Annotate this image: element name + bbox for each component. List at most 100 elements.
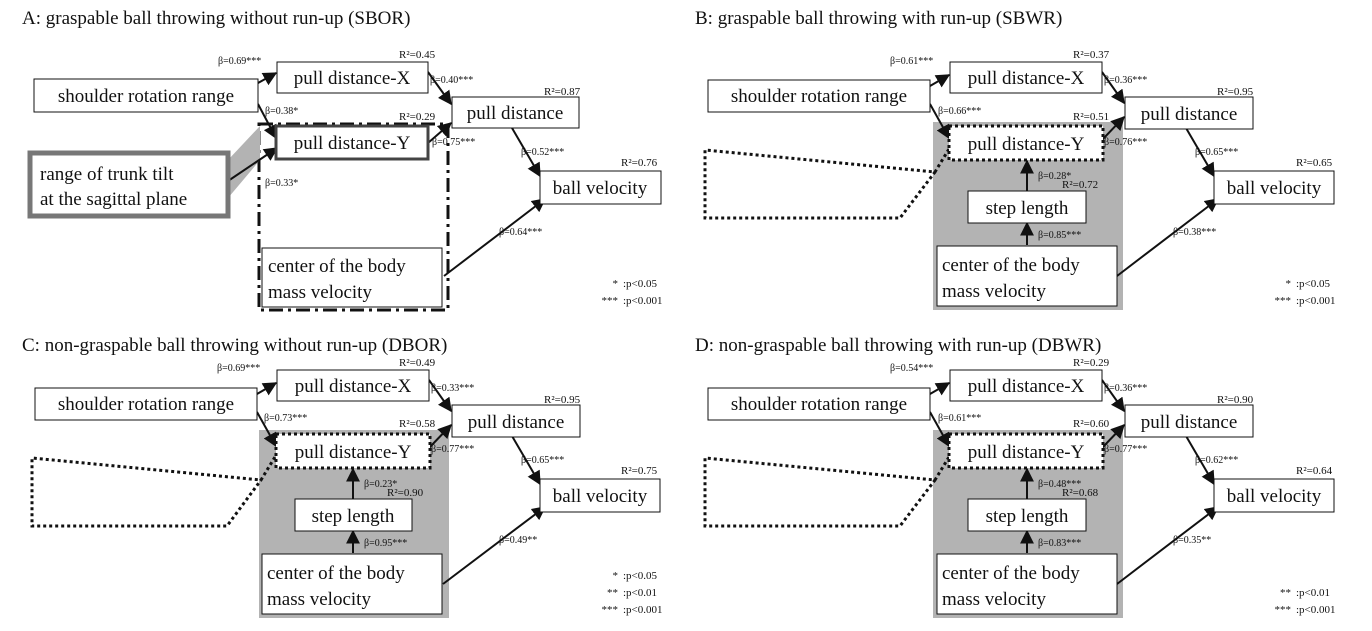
beta-shoulder-pull-y: β=0.61***	[938, 413, 981, 424]
node-center-body-line1: center of the body	[942, 563, 1080, 584]
node-ball-velocity: ball velocity	[1227, 486, 1322, 507]
node-trunk-tilt-line1: range of trunk tilt	[40, 164, 174, 185]
beta-pull-distance-ball-velocity: β=0.52***	[521, 147, 564, 158]
beta-pull-y-pull-distance: β=0.77***	[1104, 444, 1147, 455]
node-box-pull-distance	[1124, 404, 1254, 438]
node-box-pull-distance	[451, 404, 581, 438]
node-box-pull-y	[274, 432, 432, 470]
beta-shoulder-pull-x: β=0.61***	[890, 56, 933, 67]
node-pull-distance-x: pull distance-X	[968, 68, 1085, 89]
node-box-pull-distance	[1124, 96, 1254, 130]
r2-ball-velocity: R²=0.76	[621, 157, 658, 169]
r2-step-length: R²=0.72	[1062, 179, 1098, 191]
arrow-pull-y-to-pull-distance	[427, 122, 453, 144]
node-box-pull-x	[949, 369, 1103, 402]
arrow-trunk-to-pull-y	[227, 147, 279, 182]
dotted-loop	[30, 451, 280, 528]
node-shoulder-rotation-range: shoulder rotation range	[731, 394, 907, 415]
arrow-center-body-to-ball-velocity	[1116, 506, 1220, 585]
beta-step-length-pull-y: β=0.48***	[1038, 479, 1081, 490]
beta-pull-x-pull-distance: β=0.36***	[1104, 75, 1147, 86]
node-box-shoulder	[34, 387, 258, 421]
node-step-length: step length	[986, 506, 1069, 527]
beta-shoulder-pull-y: β=0.73***	[264, 413, 307, 424]
node-pull-distance-y: pull distance-Y	[968, 442, 1085, 463]
r2-pull-x: R²=0.49	[399, 357, 436, 369]
legend-stars: ***	[602, 295, 619, 307]
beta-center-body-ball-velocity: β=0.64***	[499, 227, 542, 238]
arrow-shoulder-to-pull-x	[257, 72, 278, 86]
r2-pull-x: R²=0.37	[1073, 49, 1110, 61]
node-pull-distance: pull distance	[467, 103, 564, 124]
grouping-box	[257, 122, 450, 312]
r2-ball-velocity: R²=0.65	[1296, 157, 1333, 169]
arrow-shoulder-to-pull-x	[929, 382, 951, 396]
node-ball-velocity: ball velocity	[553, 178, 648, 199]
legend-text: :p<0.001	[1296, 295, 1336, 307]
node-pull-distance-y: pull distance-Y	[294, 133, 411, 154]
arrow-pull-distance-to-ball-velocity	[1185, 127, 1215, 178]
arrow-shoulder-to-pull-y	[929, 103, 950, 140]
beta-pull-distance-ball-velocity: β=0.65***	[1195, 147, 1238, 158]
arrow-shoulder-to-pull-y	[257, 103, 277, 140]
legend-text: :p<0.05	[623, 570, 658, 582]
r2-pull-distance: R²=0.95	[544, 394, 581, 406]
node-box-pull-distance	[451, 96, 580, 129]
node-ball-velocity: ball velocity	[553, 486, 648, 507]
legend-stars: *	[613, 278, 619, 290]
beta-pull-distance-ball-velocity: β=0.65***	[521, 455, 564, 466]
r2-ball-velocity: R²=0.75	[621, 465, 658, 477]
node-center-body-line2: mass velocity	[942, 589, 1046, 610]
node-shoulder-rotation-range: shoulder rotation range	[58, 86, 234, 107]
node-ball-velocity: ball velocity	[1227, 178, 1322, 199]
arrow-shoulder-to-pull-y	[929, 411, 950, 448]
node-box-center-body	[261, 247, 443, 308]
node-box-center-body	[261, 553, 443, 615]
node-pull-distance-x: pull distance-X	[968, 376, 1085, 397]
legend-stars: ***	[602, 604, 619, 616]
node-box-step-length	[967, 498, 1087, 532]
panel-title: C: non-graspable ball throwing without r…	[22, 335, 447, 356]
r2-step-length: R²=0.68	[1062, 487, 1099, 499]
node-pull-distance-y: pull distance-Y	[295, 442, 412, 463]
r2-step-length: R²=0.90	[387, 487, 424, 499]
node-box-pull-x	[276, 369, 430, 402]
node-pull-distance: pull distance	[1141, 412, 1238, 433]
beta-pull-x-pull-distance: β=0.33***	[431, 383, 474, 394]
node-step-length: step length	[986, 198, 1069, 219]
panel-b: B: graspable ball throwing with run-up (…	[695, 8, 1336, 310]
node-trunk-tilt-line2: at the sagittal plane	[40, 189, 187, 210]
node-box-pull-x	[949, 61, 1103, 94]
node-box-shoulder	[33, 78, 259, 113]
arrow-shoulder-to-pull-x	[256, 382, 278, 396]
beta-pull-distance-ball-velocity: β=0.62***	[1195, 455, 1238, 466]
legend-text: :p<0.001	[623, 295, 663, 307]
legend-text: :p<0.01	[1296, 587, 1330, 599]
node-pull-distance-x: pull distance-X	[294, 68, 411, 89]
legend-stars: ***	[1275, 604, 1292, 616]
r2-pull-y: R²=0.60	[1073, 418, 1110, 430]
r2-pull-y: R²=0.58	[399, 418, 436, 430]
legend-text: :p<0.05	[1296, 278, 1331, 290]
r2-pull-distance: R²=0.90	[1217, 394, 1254, 406]
panel-title: D: non-graspable ball throwing with run-…	[695, 335, 1101, 356]
dotted-loop	[703, 143, 954, 220]
beta-pull-y-pull-distance: β=0.75***	[432, 137, 475, 148]
r2-pull-x: R²=0.45	[399, 49, 436, 61]
arrow-shoulder-to-pull-y	[256, 411, 277, 448]
beta-pull-y-pull-distance: β=0.77***	[431, 444, 474, 455]
node-box-ball-velocity	[539, 478, 661, 513]
arrow-pull-y-to-pull-distance	[1101, 423, 1125, 449]
legend-text: :p<0.01	[623, 587, 657, 599]
beta-shoulder-pull-x: β=0.54***	[890, 363, 933, 374]
node-center-body-line2: mass velocity	[268, 282, 372, 303]
arrow-pull-distance-to-ball-velocity	[511, 435, 541, 486]
node-box-pull-y	[274, 124, 430, 161]
arrow-center-body-to-ball-velocity	[1116, 198, 1220, 277]
arrow-pull-x-to-pull-distance	[1101, 71, 1125, 105]
r2-ball-velocity: R²=0.64	[1296, 465, 1333, 477]
node-center-body-line2: mass velocity	[267, 589, 371, 610]
beta-pull-x-pull-distance: β=0.36***	[1104, 383, 1147, 394]
node-center-body-line1: center of the body	[942, 255, 1080, 276]
